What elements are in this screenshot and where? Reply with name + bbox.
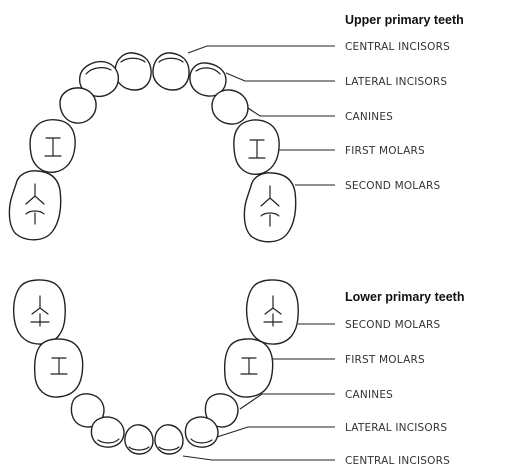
leader-upper-canines xyxy=(248,108,335,116)
label-upper-central-incisors: CENTRAL INCISORS xyxy=(345,41,450,53)
upper-central-incisor-right xyxy=(153,53,189,90)
lower-lateral-incisor-left xyxy=(91,417,124,447)
upper-heading: Upper primary teeth xyxy=(345,13,464,27)
lower-first-molar-right xyxy=(225,339,273,397)
lower-second-molar-left xyxy=(14,280,66,344)
lower-central-incisor-left xyxy=(125,425,153,454)
upper-central-incisor-left xyxy=(115,53,151,90)
leader-lower-lateral-incisors xyxy=(217,427,335,437)
label-upper-canines: CANINES xyxy=(345,111,393,123)
lower-lateral-incisor-right xyxy=(185,417,218,447)
label-upper-second-molars: SECOND MOLARS xyxy=(345,180,440,192)
lower-first-molar-left xyxy=(35,339,83,397)
upper-second-molar-right xyxy=(244,173,295,242)
label-lower-lateral-incisors: LATERAL INCISORS xyxy=(345,422,447,434)
upper-first-molar-left xyxy=(30,120,75,173)
lower-second-molar-right xyxy=(247,280,299,344)
label-lower-first-molars: FIRST MOLARS xyxy=(345,354,425,366)
label-upper-first-molars: FIRST MOLARS xyxy=(345,145,425,157)
upper-first-molar-right xyxy=(234,120,279,174)
upper-second-molar-left xyxy=(9,171,60,240)
label-lower-canines: CANINES xyxy=(345,389,393,401)
label-lower-second-molars: SECOND MOLARS xyxy=(345,319,440,331)
lower-arch xyxy=(14,280,299,454)
label-lower-central-incisors: CENTRAL INCISORS xyxy=(345,455,450,467)
lower-heading: Lower primary teeth xyxy=(345,290,464,304)
label-upper-lateral-incisors: LATERAL INCISORS xyxy=(345,76,447,88)
leader-lower-central-incisors xyxy=(183,456,335,460)
upper-canine-left xyxy=(60,88,96,123)
leader-upper-central-incisors xyxy=(188,46,335,53)
leader-upper-lateral-incisors xyxy=(226,73,335,81)
lower-central-incisor-right xyxy=(155,425,183,454)
upper-canine-right xyxy=(212,90,248,124)
